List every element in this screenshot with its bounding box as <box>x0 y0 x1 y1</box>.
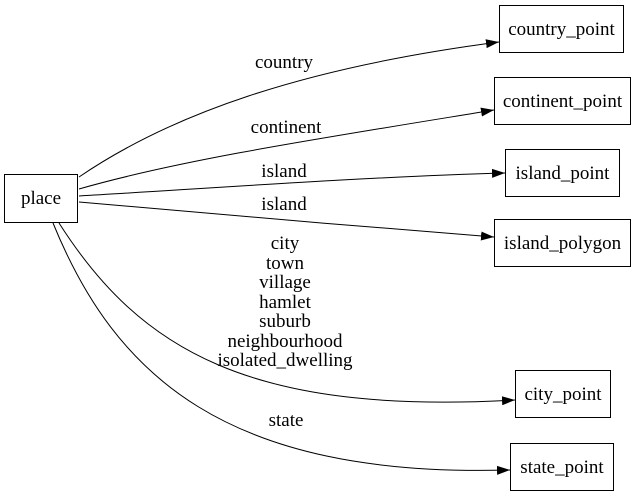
node-country-point: country_point <box>499 5 624 53</box>
edge-place-to-island-polygon <box>78 201 495 241</box>
node-state-point: state_point <box>510 443 614 491</box>
edge-label-island-point: island <box>261 161 307 182</box>
edge-label-state-point: state <box>268 410 304 431</box>
edge-place-to-continent-point <box>78 107 495 190</box>
node-city-point: city_point <box>515 370 611 418</box>
node-island-point: island_point <box>505 149 620 197</box>
node-place: place <box>4 174 78 223</box>
edge-place-to-city-point <box>58 222 516 406</box>
edge-place-to-island-point <box>78 168 506 197</box>
edge-place-to-state-point <box>52 222 511 475</box>
edge-label-country: country <box>254 52 314 73</box>
edge-place-to-country-point <box>78 39 500 178</box>
edge-label-island-polygon: island <box>261 194 307 215</box>
node-continent-point: continent_point <box>494 77 631 125</box>
edge-label-continent: continent <box>250 117 322 138</box>
node-island-polygon: island_polygon <box>494 219 631 267</box>
edge-label-city-point: city town village hamlet suburb neighbou… <box>217 233 353 371</box>
